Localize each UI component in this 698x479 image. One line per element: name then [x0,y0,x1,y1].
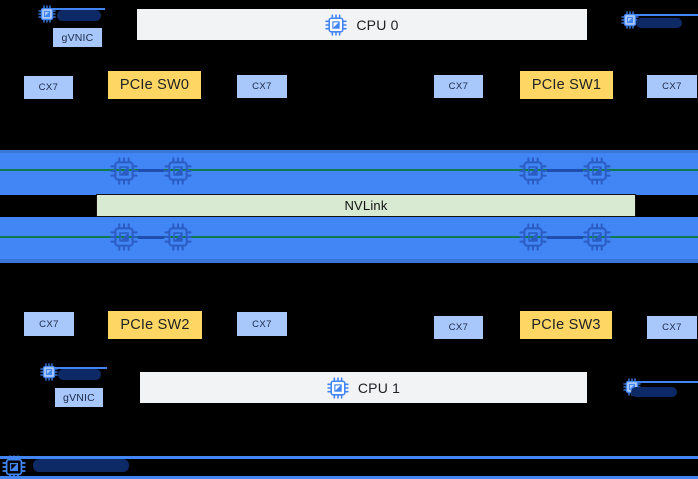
pcie-sw0-box: PCIe SW0 [108,71,201,99]
cpu1-box: CPU 1 [140,372,587,403]
cpu-chip-icon [325,14,347,36]
gvnic-bottom-box: gVNIC [55,388,103,407]
host-label-pill [33,459,129,472]
host-label-pill [57,10,101,21]
pcie-sw1-label: PCIe SW1 [531,77,602,93]
pcie-sw0-label: PCIe SW0 [119,77,190,93]
pcie-sw1-box: PCIe SW1 [520,71,613,99]
nvlink-switch-box: NVLink [96,194,636,217]
pcie-sw3-label: PCIe SW3 [531,317,601,333]
host-bus-line [0,456,698,459]
cx7-nic-box: CX7 [434,316,483,339]
cx7-label: CX7 [448,81,469,92]
cx7-label: CX7 [662,322,682,333]
cpu0-box: CPU 0 [137,9,587,40]
pcie-sw2-box: PCIe SW2 [108,311,202,339]
pcie-sw2-label: PCIe SW2 [120,317,190,333]
host-link-line [45,8,105,10]
nic-chip-icon [38,5,56,23]
cx7-label: CX7 [252,81,272,92]
cx7-label: CX7 [39,318,59,330]
gpu-interconnect-line [0,169,698,171]
gvnic-label: gVNIC [61,31,94,44]
nvlink-label: NVLink [344,198,388,213]
gpu-pair-link [138,169,164,172]
host-link-line [630,14,698,16]
host-label-pill [636,18,682,28]
host-label-pill [631,387,677,397]
gpu-chip-icon [519,156,547,186]
cx7-label: CX7 [448,322,469,333]
cx7-label: CX7 [662,81,682,92]
gpu-chip-icon [110,156,138,186]
gpu-chip-icon [164,156,192,186]
cx7-nic-box: CX7 [237,312,287,336]
cx7-nic-box: CX7 [434,75,483,98]
gvnic-label: gVNIC [63,391,95,404]
gpu-chip-icon [583,222,611,252]
cx7-nic-box: CX7 [647,316,697,339]
gpu-interconnect-line [0,236,698,238]
host-bus-line [0,476,698,479]
cx7-nic-box: CX7 [647,75,697,98]
cx7-nic-box: CX7 [24,312,74,336]
gpu-chip-icon [110,222,138,252]
cpu0-label: CPU 0 [356,16,399,33]
cpu-chip-icon [327,377,349,399]
cpu1-label: CPU 1 [357,379,401,396]
pcie-sw3-box: PCIe SW3 [520,311,612,339]
gpu-chip-icon [164,222,192,252]
cx7-nic-box: CX7 [237,75,287,98]
cx7-label: CX7 [252,318,272,330]
cx7-label: CX7 [38,82,59,93]
host-link-line [628,381,698,383]
host-label-pill [58,369,101,380]
gpu-chip-icon [583,156,611,186]
gpu-pair-link [547,169,583,172]
gvnic-top-box: gVNIC [53,28,102,47]
host-link-line [45,367,107,369]
nic-chip-icon [40,363,58,381]
gpu-pair-link [138,236,164,239]
gpu-chip-icon [519,222,547,252]
gpu-pair-link [547,236,583,239]
cx7-nic-box: CX7 [24,76,73,99]
